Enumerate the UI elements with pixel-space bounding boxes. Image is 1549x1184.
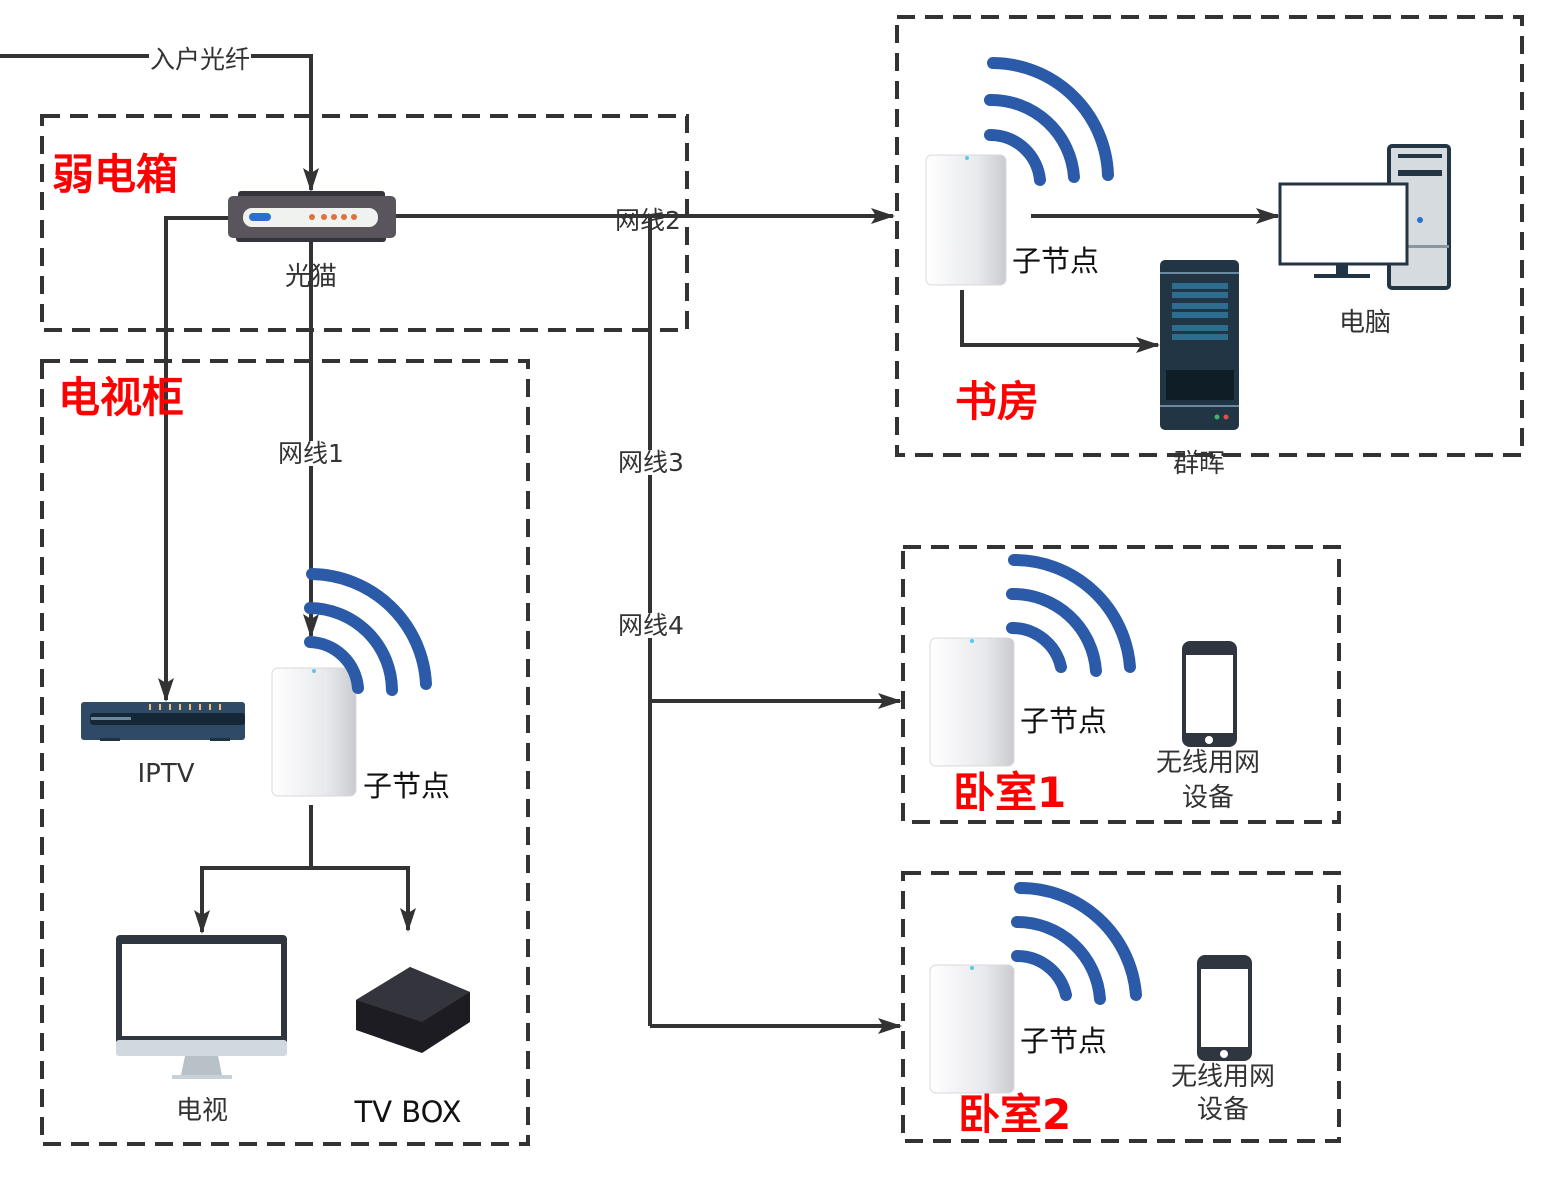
bedroom2-device-label-2: 设备	[1196, 1095, 1250, 1125]
bedroom1-device-label-1: 无线用网	[1155, 748, 1261, 778]
mesh-node-tv-icon	[271, 667, 357, 797]
tvbox-icon	[356, 967, 470, 1053]
tv-label: 电视	[175, 1096, 229, 1126]
tv-icon	[116, 935, 287, 1079]
zone-tv-cabinet	[40, 359, 530, 1146]
bedroom1-node-label: 子节点	[1020, 704, 1108, 738]
modem-label: 光猫	[284, 262, 338, 292]
zone-bedroom1	[901, 545, 1341, 824]
tv-branch-line	[194, 805, 313, 934]
study-to-nas-line	[960, 290, 1160, 353]
nas-label: 群晖	[1172, 449, 1226, 479]
iptv-label: IPTV	[137, 759, 195, 789]
zone-weak-box-title: 弱电箱	[52, 150, 179, 199]
zone-study	[895, 15, 1524, 457]
iptv-line	[158, 216, 228, 702]
wifi-icon-tv	[304, 568, 432, 696]
pc-label: 电脑	[1338, 308, 1392, 338]
zone-bedroom2	[901, 871, 1341, 1143]
phone-icon-bedroom2	[1197, 955, 1252, 1061]
fiber-label: 入户光纤	[149, 45, 252, 74]
bedroom2-node-label: 子节点	[1020, 1024, 1108, 1058]
modem-icon	[228, 191, 396, 242]
zone-weak-box	[40, 114, 689, 332]
wifi-icon-study	[984, 57, 1114, 186]
mesh-node-bedroom1-icon	[929, 637, 1015, 767]
cable3-label: 网线3	[617, 448, 685, 477]
cable2-label: 网线2	[615, 206, 681, 235]
zone-study-title: 书房	[955, 377, 1040, 426]
zone-tv-cabinet-title: 电视柜	[58, 373, 185, 422]
wifi-icon-bedroom2	[1011, 881, 1142, 1005]
zone-bedroom2-title: 卧室2	[958, 1090, 1072, 1139]
zone-bedroom1-title: 卧室1	[953, 768, 1067, 817]
pc-icon	[1278, 144, 1451, 290]
study-node-label: 子节点	[1012, 244, 1100, 278]
cable1-label: 网线1	[277, 439, 345, 468]
tv-node-label: 子节点	[363, 769, 451, 803]
fiber-line	[0, 54, 319, 192]
tvbox-branch-line	[311, 866, 416, 932]
tvbox-label: TV BOX	[354, 1095, 462, 1129]
wifi-icon-bedroom1	[1006, 553, 1136, 677]
phone-icon-bedroom1	[1182, 641, 1237, 747]
bedroom2-device-label-1: 无线用网	[1170, 1062, 1276, 1092]
mesh-node-study-icon	[925, 154, 1007, 286]
iptv-box-icon	[81, 702, 245, 741]
mesh-node-bedroom2-icon	[929, 964, 1015, 1094]
nas-icon	[1160, 260, 1239, 430]
cable4-label: 网线4	[617, 611, 685, 640]
bedroom1-device-label-2: 设备	[1181, 783, 1235, 813]
